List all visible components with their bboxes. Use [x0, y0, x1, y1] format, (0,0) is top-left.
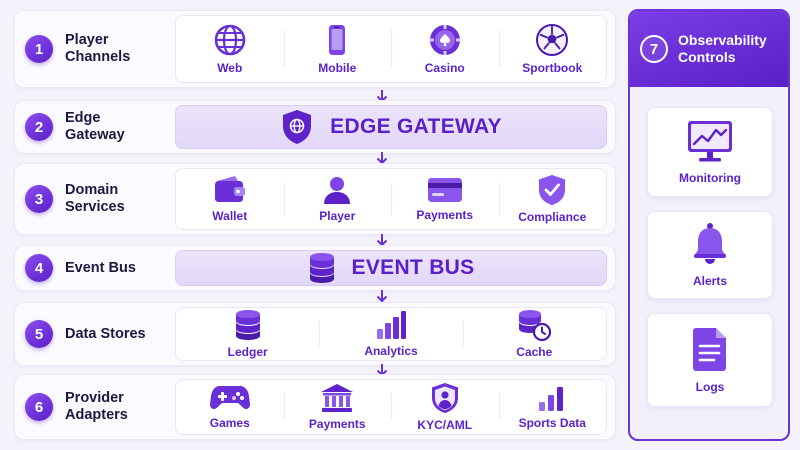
- item-kyc-aml[interactable]: KYC/AML: [391, 380, 499, 434]
- flow-arrow-icon: [376, 289, 388, 303]
- layer-items-panel: Web Mobile Casino Sportbook: [175, 15, 607, 83]
- layer-data-stores: 5 Data Stores Ledger Analytics Cache: [14, 302, 616, 366]
- item-analytics[interactable]: Analytics: [319, 308, 462, 360]
- item-label: Wallet: [212, 209, 248, 223]
- item-label: Monitoring: [679, 171, 741, 185]
- item-label: Player: [319, 209, 356, 223]
- item-mobile[interactable]: Mobile: [283, 16, 392, 82]
- document-icon: [692, 326, 728, 372]
- bell-icon: [691, 222, 729, 266]
- item-label: Payments: [308, 417, 366, 431]
- item-label: Mobile: [318, 61, 357, 75]
- globe-icon: [213, 23, 247, 57]
- item-monitoring[interactable]: Monitoring: [647, 107, 773, 197]
- item-ledger[interactable]: Ledger: [176, 308, 319, 360]
- shield-globe-icon: [280, 109, 314, 145]
- layer-number-badge: 5: [25, 320, 53, 348]
- database-icon: [234, 309, 262, 341]
- item-label: Games: [209, 416, 250, 430]
- layer-title: Event Bus: [65, 259, 136, 276]
- item-logs[interactable]: Logs: [647, 313, 773, 407]
- item-label: Sportbook: [522, 61, 583, 75]
- item-player[interactable]: Player: [283, 169, 392, 229]
- item-compliance[interactable]: Compliance: [498, 169, 607, 229]
- soccer-ball-icon: [535, 23, 569, 57]
- credit-card-icon: [427, 176, 463, 204]
- gamepad-icon: [209, 384, 250, 412]
- item-label: Analytics: [364, 344, 418, 358]
- bank-icon: [320, 383, 354, 413]
- item-label: Logs: [695, 380, 725, 394]
- layer-number-badge: 2: [25, 113, 53, 141]
- layer-items-panel: Games Payments KYC/AML Sports Data: [175, 379, 607, 435]
- item-sports-data[interactable]: Sports Data: [498, 380, 607, 434]
- layer-number-badge: 3: [25, 185, 53, 213]
- bar-chart-icon: [537, 384, 567, 412]
- item-label: KYC/AML: [417, 418, 473, 432]
- item-wallet[interactable]: Wallet: [176, 169, 284, 229]
- shield-check-icon: [537, 174, 567, 206]
- database-clock-icon: [517, 309, 552, 341]
- bar-chart-icon: [375, 310, 407, 340]
- item-web[interactable]: Web: [176, 16, 284, 82]
- smartphone-icon: [320, 23, 354, 57]
- layer-number-badge: 6: [25, 393, 53, 421]
- item-games[interactable]: Games: [176, 380, 284, 434]
- item-cache[interactable]: Cache: [462, 308, 606, 360]
- banner-label: EDGE GATEWAY: [330, 115, 502, 138]
- item-label: Compliance: [518, 210, 587, 224]
- item-casino[interactable]: Casino: [391, 16, 499, 82]
- layer-items-panel: Wallet Player Payments Compliance: [175, 168, 607, 230]
- item-label: Payments: [416, 208, 474, 222]
- layer-number-badge: 4: [25, 254, 53, 282]
- casino-chip-icon: [428, 23, 462, 57]
- item-sportbook[interactable]: Sportbook: [498, 16, 607, 82]
- item-payments-adapter[interactable]: Payments: [283, 380, 392, 434]
- layer-number-badge: 7: [640, 35, 668, 63]
- shield-user-icon: [430, 382, 460, 414]
- item-label: Ledger: [227, 345, 268, 359]
- layer-items-panel: Ledger Analytics Cache: [175, 307, 607, 361]
- database-icon: [308, 252, 336, 284]
- layer-number-badge: 1: [25, 35, 53, 63]
- wallet-icon: [213, 175, 247, 205]
- event-bus-banner[interactable]: EVENT BUS: [175, 250, 607, 286]
- item-label: Sports Data: [518, 416, 586, 430]
- item-label: Alerts: [692, 274, 727, 288]
- user-icon: [322, 175, 352, 205]
- edge-gateway-banner[interactable]: EDGE GATEWAY: [175, 105, 607, 149]
- item-payments[interactable]: Payments: [391, 169, 499, 229]
- layer-event-bus: 4 Event Bus EVENT BUS: [14, 245, 616, 291]
- item-label: Cache: [516, 345, 553, 359]
- monitor-chart-icon: [686, 119, 734, 163]
- item-label: Web: [217, 61, 243, 75]
- item-label: Casino: [424, 61, 465, 75]
- item-alerts[interactable]: Alerts: [647, 211, 773, 299]
- banner-label: EVENT BUS: [351, 256, 475, 279]
- layer-title: Data Stores: [65, 325, 146, 342]
